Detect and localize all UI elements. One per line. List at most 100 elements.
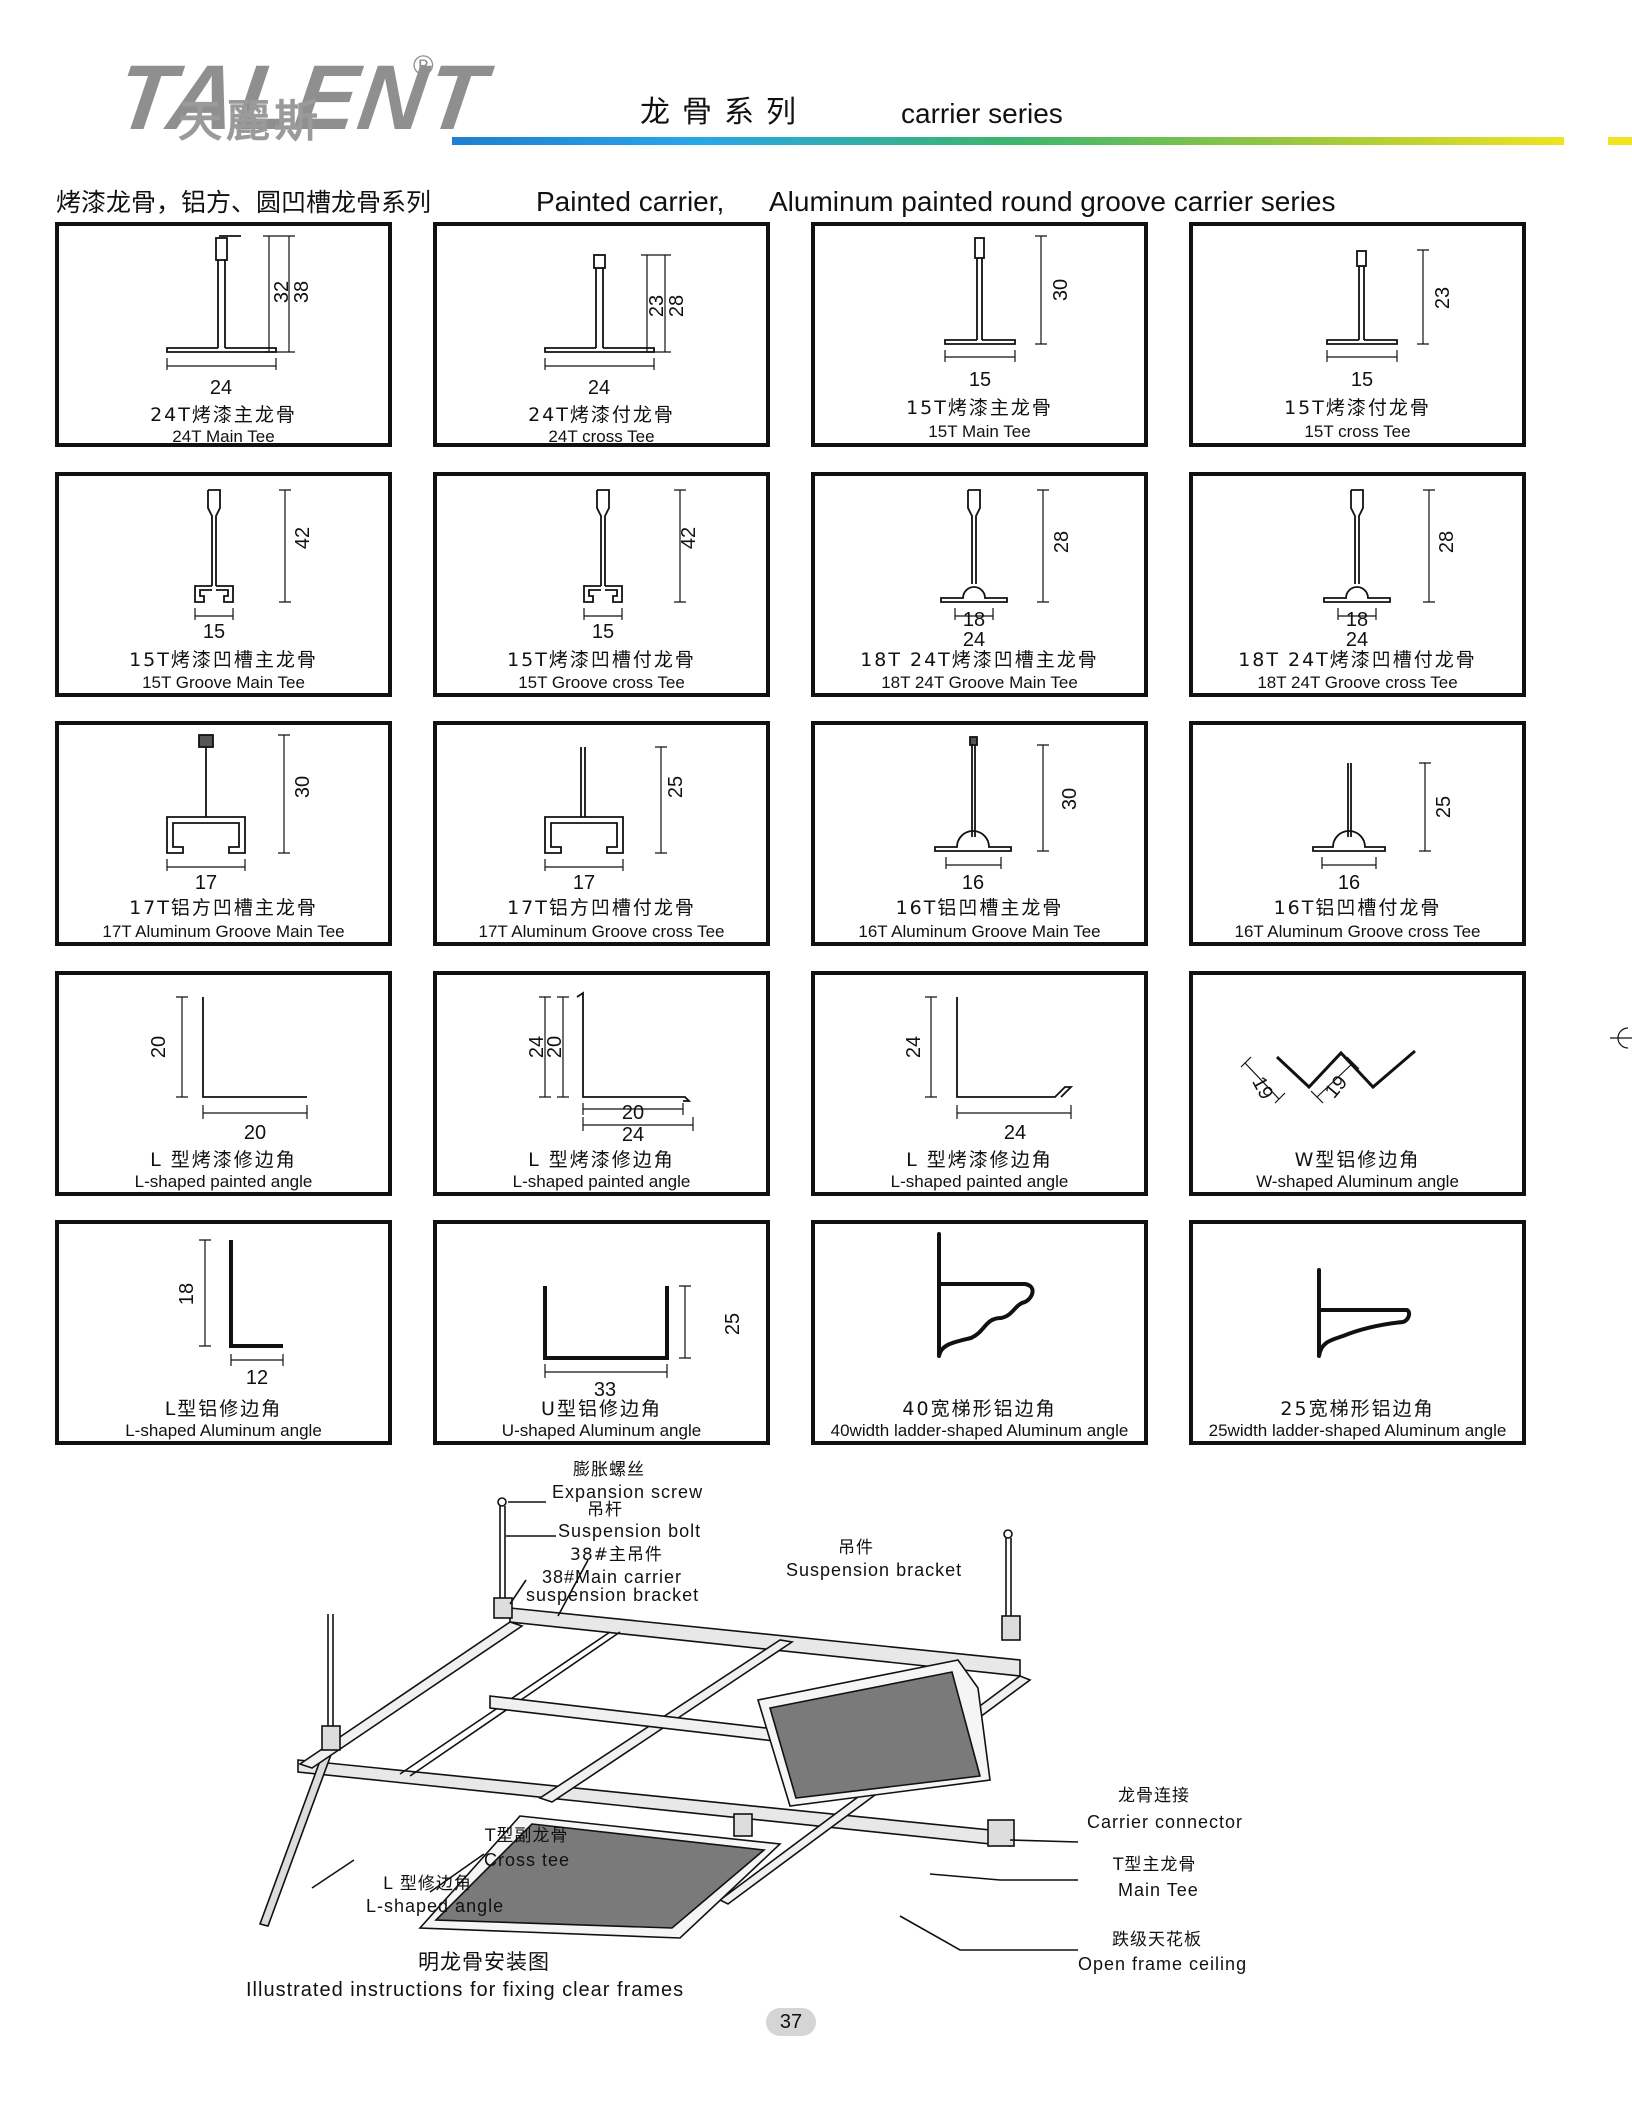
profile-18t-24t-groove-main-tee-icon: 18 24 28 bbox=[940, 489, 1073, 651]
profile-25-ladder-aluminum-angle-icon bbox=[1317, 1268, 1412, 1358]
card-caption-english: 24T cross Tee bbox=[548, 427, 655, 446]
profile-16t-aluminum-groove-main-tee-icon: 16 30 bbox=[934, 736, 1081, 894]
dim-height: 42 bbox=[292, 527, 314, 549]
dim-leg-right: 19 bbox=[1321, 1072, 1352, 1103]
dim-width-outer: 24 bbox=[622, 1124, 644, 1146]
card-caption-chinese: 16T铝凹槽主龙骨 bbox=[895, 897, 1064, 919]
card-caption-english: W-shaped Aluminum angle bbox=[1256, 1172, 1459, 1191]
dim-height: 18 bbox=[176, 1283, 198, 1305]
product-card-17t-aluminum-groove-cross-tee: 17 25 17T铝方凹槽付龙骨 17T Aluminum Groove cro… bbox=[433, 721, 770, 946]
suspension-bracket-left bbox=[321, 1725, 341, 1751]
leader-bracket bbox=[557, 1559, 589, 1617]
header-bar-tip bbox=[1608, 137, 1632, 145]
profile-l-painted-angle-hemmed-icon: 24 20 20 24 bbox=[526, 991, 694, 1146]
product-card-15t-groove-cross-tee: 15 42 15T烤漆凹槽付龙骨 15T Groove cross Tee bbox=[433, 472, 770, 697]
card-caption-chinese: 15T烤漆主龙骨 bbox=[906, 397, 1053, 419]
product-card-u-aluminum-angle: 25 33 U型铝修边角 U-shaped Aluminum angle bbox=[433, 1220, 770, 1445]
dim-height-2: 28 bbox=[666, 295, 688, 317]
leader-l-angle bbox=[311, 1859, 355, 1889]
cross-tee-left bbox=[298, 1621, 524, 1769]
dim-height-outer: 24 bbox=[526, 1036, 548, 1058]
card-caption-chinese: L型铝修边角 bbox=[164, 1398, 283, 1420]
product-card-l-painted-angle-24: 24 20 20 24 L 型烤漆修边角 L-shaped painted an… bbox=[433, 971, 770, 1196]
label-ceiling-en: Open frame ceiling bbox=[1078, 1954, 1248, 1974]
dim-width: 24 bbox=[210, 377, 232, 399]
product-card-18t-24t-groove-cross-tee: 18 24 28 18T 24T烤漆凹槽付龙骨 18T 24T Groove c… bbox=[1189, 472, 1526, 697]
product-card-18t-24t-groove-main-tee: 18 24 28 18T 24T烤漆凹槽主龙骨 18T 24T Groove M… bbox=[811, 472, 1148, 697]
profile-24t-cross-tee-icon: 24 23 28 bbox=[544, 254, 688, 399]
product-card-16t-aluminum-groove-cross-tee: 16 25 16T铝凹槽付龙骨 16T Aluminum Groove cros… bbox=[1189, 721, 1526, 946]
profile-18t-24t-groove-cross-tee-icon: 18 24 28 bbox=[1323, 489, 1458, 651]
suspension-bracket-right bbox=[1001, 1615, 1021, 1641]
label-suspension-bolt-en: Suspension bolt bbox=[558, 1521, 702, 1541]
registered-mark: ® bbox=[413, 50, 434, 81]
card-caption-chinese: 40宽梯形铝边角 bbox=[902, 1398, 1057, 1420]
dim-height-1: 32 bbox=[271, 281, 293, 303]
dim-width: 12 bbox=[246, 1367, 268, 1389]
profile-l-painted-angle-icon: 20 20 bbox=[148, 996, 308, 1144]
dim-height: 30 bbox=[1059, 788, 1081, 810]
product-card-40-ladder-aluminum-angle: 40宽梯形铝边角 40width ladder-shaped Aluminum … bbox=[811, 1220, 1148, 1445]
card-caption-english: 15T Groove cross Tee bbox=[518, 673, 685, 692]
label-suspension-bolt-cn: 吊杆 bbox=[587, 1500, 623, 1520]
dim-width: 16 bbox=[1338, 872, 1360, 894]
card-caption-chinese: U型铝修边角 bbox=[541, 1398, 662, 1420]
dim-inner-width: 18 bbox=[963, 609, 985, 631]
dim-leg-left: 19 bbox=[1247, 1073, 1277, 1103]
label-expansion-screw-en: Expansion screw bbox=[552, 1482, 704, 1502]
profile-24t-main-tee-icon: 24 32 38 bbox=[166, 235, 313, 399]
dim-height: 24 bbox=[903, 1036, 925, 1058]
profile-15t-groove-cross-tee-icon: 15 42 bbox=[583, 489, 700, 643]
label-carrier-connector-cn: 龙骨连接 bbox=[1118, 1786, 1190, 1806]
product-card-15t-cross-tee: 15 23 15T烤漆付龙骨 15T cross Tee bbox=[1189, 222, 1526, 447]
card-caption-english: 16T Aluminum Groove Main Tee bbox=[858, 922, 1101, 941]
suspension-bolt-far-left bbox=[327, 1614, 334, 1730]
product-card-24t-cross-tee: 24 23 28 24T烤漆付龙骨 24T cross Tee bbox=[433, 222, 770, 447]
suspension-bolt-left bbox=[499, 1506, 506, 1610]
dim-width: 17 bbox=[573, 872, 595, 894]
ceiling-panel-front bbox=[434, 1823, 766, 1929]
profile-15t-cross-tee-icon: 15 23 bbox=[1326, 249, 1454, 391]
product-card-24t-main-tee: 24 32 38 24T烤漆主龙骨 24T Main Tee bbox=[55, 222, 392, 447]
card-caption-chinese: 18T 24T烤漆凹槽主龙骨 bbox=[860, 649, 1099, 671]
product-card-l-aluminum-angle: 18 12 L型铝修边角 L-shaped Aluminum angle bbox=[55, 1220, 392, 1445]
dim-height: 30 bbox=[1050, 279, 1072, 301]
dim-height: 25 bbox=[665, 776, 687, 798]
dim-width-inner: 20 bbox=[622, 1102, 644, 1124]
dim-height: 30 bbox=[292, 776, 314, 798]
dim-height: 25 bbox=[1433, 796, 1455, 818]
card-caption-chinese: 25宽梯形铝边角 bbox=[1280, 1398, 1435, 1420]
label-expansion-screw-cn: 膨胀螺丝 bbox=[573, 1460, 645, 1480]
dim-width: 24 bbox=[588, 377, 610, 399]
dim-width: 24 bbox=[1004, 1122, 1026, 1144]
profile-40-ladder-aluminum-angle-icon bbox=[937, 1232, 1035, 1358]
dim-height-1: 23 bbox=[646, 295, 668, 317]
dim-width: 15 bbox=[969, 369, 991, 391]
label-suspension-bracket-en: Suspension bracket bbox=[786, 1560, 963, 1580]
dim-height-2: 38 bbox=[291, 281, 313, 303]
card-caption-chinese: 24T烤漆付龙骨 bbox=[528, 404, 675, 426]
card-caption-english: L-shaped painted angle bbox=[890, 1172, 1069, 1191]
card-caption-english: 18T 24T Groove Main Tee bbox=[881, 673, 1078, 692]
dim-height-inner: 20 bbox=[544, 1036, 566, 1058]
leader-main-tee bbox=[929, 1873, 1078, 1881]
ceiling-panel-raised bbox=[768, 1671, 982, 1799]
product-card-15t-groove-main-tee: 15 42 15T烤漆凹槽主龙骨 15T Groove Main Tee bbox=[55, 472, 392, 697]
card-caption-english: 18T 24T Groove cross Tee bbox=[1257, 673, 1458, 692]
card-caption-chinese: L 型烤漆修边角 bbox=[150, 1149, 297, 1171]
card-caption-english: L-shaped painted angle bbox=[134, 1172, 313, 1191]
card-caption-english: 25width ladder-shaped Aluminum angle bbox=[1208, 1421, 1507, 1440]
installation-diagram bbox=[258, 1497, 1079, 1951]
profile-u-aluminum-angle-icon: 25 33 bbox=[543, 1285, 744, 1401]
profile-l-painted-angle-bent-icon: 24 24 bbox=[903, 996, 1074, 1144]
profile-l-aluminum-angle-icon: 18 12 bbox=[176, 1239, 284, 1389]
profile-16t-aluminum-groove-cross-tee-icon: 16 25 bbox=[1312, 762, 1455, 894]
card-caption-chinese: 16T铝凹槽付龙骨 bbox=[1273, 897, 1442, 919]
registration-mark-icon bbox=[1610, 1027, 1632, 1049]
section-title-chinese: 烤漆龙骨，铝方、圆凹槽龙骨系列 bbox=[56, 188, 432, 217]
card-caption-english: L-shaped painted angle bbox=[512, 1172, 691, 1191]
dim-width: 20 bbox=[244, 1122, 266, 1144]
dim-height: 28 bbox=[1051, 531, 1073, 553]
label-l-angle-cn: L 型修边角 bbox=[383, 1874, 472, 1894]
profile-w-aluminum-angle-icon: 19 19 bbox=[1240, 1049, 1416, 1104]
